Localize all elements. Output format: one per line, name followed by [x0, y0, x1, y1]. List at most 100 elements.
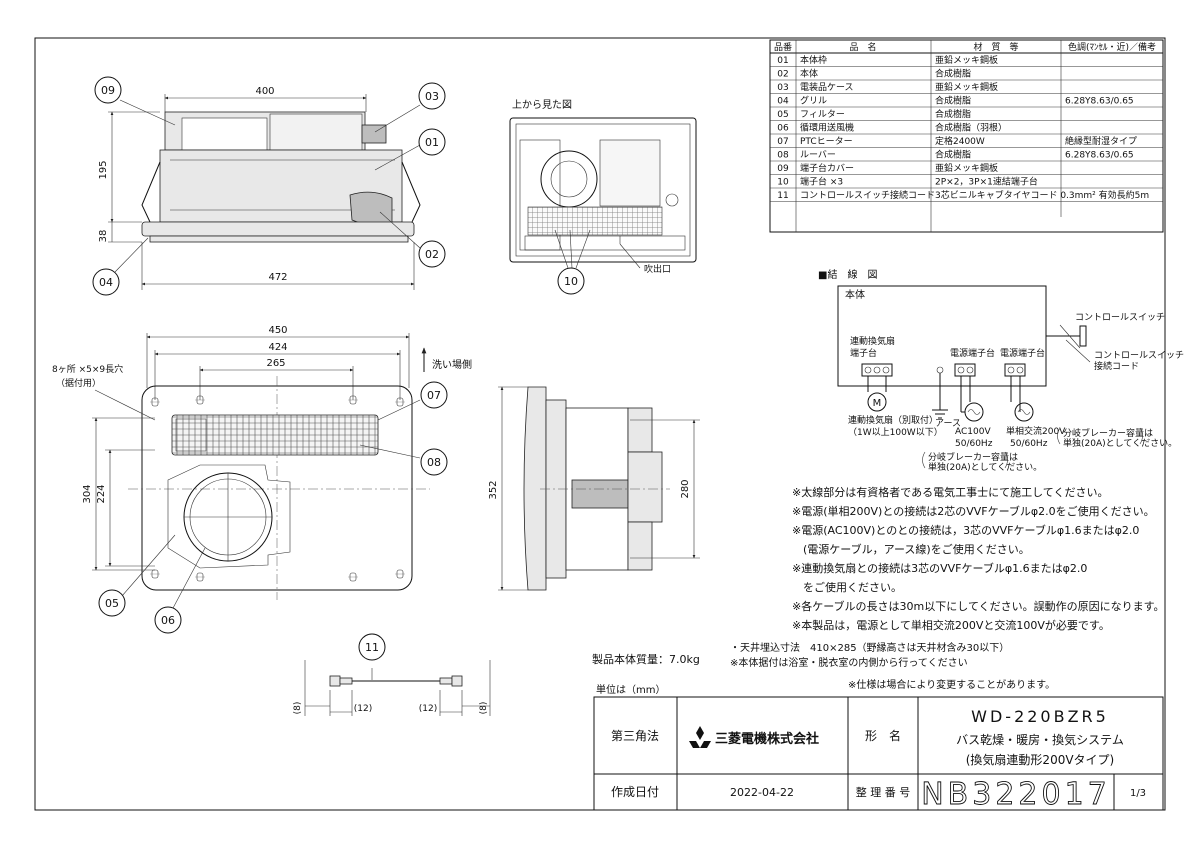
bom-cell: PTCヒーター	[800, 136, 853, 147]
bom-cell: 合成樹脂（羽根）	[935, 122, 1007, 134]
bom-cell: 05	[777, 110, 788, 120]
bom-cell: 亜鉛メッキ鋼板	[935, 162, 998, 174]
fan-terminal-block	[861, 363, 893, 377]
model-type: (換気扇連動形200Vタイプ)	[966, 752, 1114, 767]
wiring-title: ■結 線 図	[818, 268, 877, 281]
callout-02: 02	[425, 248, 439, 261]
bom-header-material: 材 質 等	[973, 41, 1018, 53]
page-number: 1/3	[1130, 788, 1146, 799]
ceiling-cutout-info: ・天井埋込寸法 410×285（野縁高さは天井材含み30以下）	[730, 641, 1009, 654]
dim-width-472: 472	[268, 272, 287, 283]
bom-cell: フィルター	[800, 109, 845, 120]
filter	[167, 464, 291, 569]
switch-cord-label-2: 接続コード	[1094, 360, 1139, 372]
dim-450: 450	[268, 325, 287, 336]
fan-note: 連動換気扇（別取付）	[848, 414, 938, 426]
note-line: ※連動換気扇との接続は3芯のVVFケーブルφ1.6またはφ2.0	[792, 561, 1087, 575]
power-terminal-label-b: 電源端子台	[1000, 347, 1045, 359]
fan-terminal-label-2: 端子台	[850, 347, 877, 359]
note-line: ※電源(単相200V)との接続は2芯のVVFケーブルφ2.0をご使用ください。	[792, 504, 1155, 518]
bom-cell: 合成樹脂	[935, 108, 971, 120]
main-unit-box	[837, 285, 1047, 387]
callout-06: 06	[161, 614, 175, 627]
bom-cell: 循環用送風機	[800, 122, 854, 134]
bom-cell: コントロールスイッチ接続コード	[800, 189, 935, 201]
earth-icon	[932, 373, 948, 419]
model-label: 形 名	[865, 728, 901, 743]
bom-cell: 07	[777, 137, 788, 147]
outlet-label: 吹出口	[644, 263, 671, 275]
bom-cell: 亜鉛メッキ鋼板	[935, 54, 998, 66]
callout-07: 07	[427, 389, 441, 402]
note-line: ※電源(AC100V)とのとの接続は，3芯のVVFケーブルφ1.6またはφ2.0	[792, 523, 1139, 537]
cord-dim-1: (8)	[293, 702, 303, 715]
main-body-part	[349, 191, 393, 227]
dim-304: 304	[82, 484, 93, 503]
wiring-diagram: ■結 線 図 本体 連動換気扇 端子台 電源端子台 電源端子台 M 連動換気扇（…	[818, 268, 1184, 473]
ac100-label: AC100V	[955, 427, 991, 437]
switch-cord-label: コントロールスイッチ	[1094, 350, 1184, 361]
bom-cell: 04	[777, 97, 789, 107]
cord-view: 11 (8) (12) (12) (8)	[293, 633, 491, 716]
bom-cell: 01	[777, 56, 788, 66]
bom-header-color: 色調(ﾏﾝｾﾙ・近)／備考	[1068, 41, 1156, 53]
dim-224: 224	[96, 484, 107, 503]
mitsubishi-logo-icon	[689, 726, 711, 748]
bom-cell: 合成樹脂	[935, 68, 971, 80]
note-line: (電源ケーブル，アース線)をご使用ください。	[792, 542, 1030, 556]
hole-note: 8ヶ所 ×5×9長穴	[52, 363, 123, 375]
front-view: 400 195 38 472 09 03 01	[92, 76, 446, 296]
control-switch-icon	[1079, 325, 1087, 347]
bom-cell: グリル	[800, 95, 827, 107]
dim-flange-38: 38	[98, 230, 109, 243]
fan-terminal-label-1: 連動換気扇	[850, 335, 895, 347]
model-description: バス乾燥・暖房・換気システム	[956, 732, 1124, 747]
bom-cell: 03	[777, 83, 788, 93]
callout-03: 03	[425, 90, 439, 103]
cord-dim-2: (12)	[354, 704, 372, 714]
note-line: ※各ケーブルの長さは30m以下にしてください。誤動作の原因になります。	[792, 599, 1165, 613]
ac100-hz-label: 50/60Hz	[955, 439, 993, 449]
callout-01: 01	[425, 136, 439, 149]
bom-cell: ルーバー	[800, 150, 836, 161]
fan-motor-icon	[867, 392, 887, 412]
top-view: 上から見た図 吹出口 10	[509, 99, 697, 295]
note-line: ※太線部分は有資格者である電気工事士にて施工してください。	[792, 485, 1108, 499]
callout-09: 09	[101, 84, 115, 97]
bom-row: 05 フィルター 合成樹脂	[777, 108, 971, 120]
bom-cell: 合成樹脂	[935, 149, 971, 161]
bom-cell: 06	[777, 124, 789, 134]
reference-number: NB322017	[921, 777, 1111, 812]
bom-header-no: 品番	[774, 41, 792, 53]
bom-cell: 11	[777, 191, 788, 201]
breaker-note-b-2: 単独(20A)としてください。	[1063, 437, 1177, 449]
callout-08: 08	[427, 456, 441, 469]
projection-label: 第三角法	[611, 729, 659, 743]
side-grill	[523, 386, 547, 591]
ac200-hz-label: 50/60Hz	[1010, 439, 1048, 449]
dim-280: 280	[680, 479, 691, 498]
bom-cell: 6.28Y8.63/0.65	[1065, 97, 1134, 107]
ac200-label: 単相交流200V	[1006, 425, 1066, 437]
bom-cell: 合成樹脂	[935, 95, 971, 107]
company-name: 三菱電機株式会社	[715, 731, 819, 747]
bom-cell: 3芯ビニルキャブタイヤコード 0.3mm² 有効長約5m	[935, 189, 1149, 201]
unit-label: 単位は（mm）	[596, 683, 665, 696]
ac100-source-icon	[964, 402, 984, 422]
breaker-note-b: 分岐ブレーカー容量は	[1063, 427, 1153, 439]
fan-note-watt: （1W以上100W以下）	[848, 427, 943, 438]
side-view: 352 280	[488, 386, 700, 591]
dim-265: 265	[266, 358, 285, 369]
breaker-note-a: 分岐ブレーカー容量は	[928, 451, 1018, 463]
dim-width-400: 400	[255, 86, 274, 97]
